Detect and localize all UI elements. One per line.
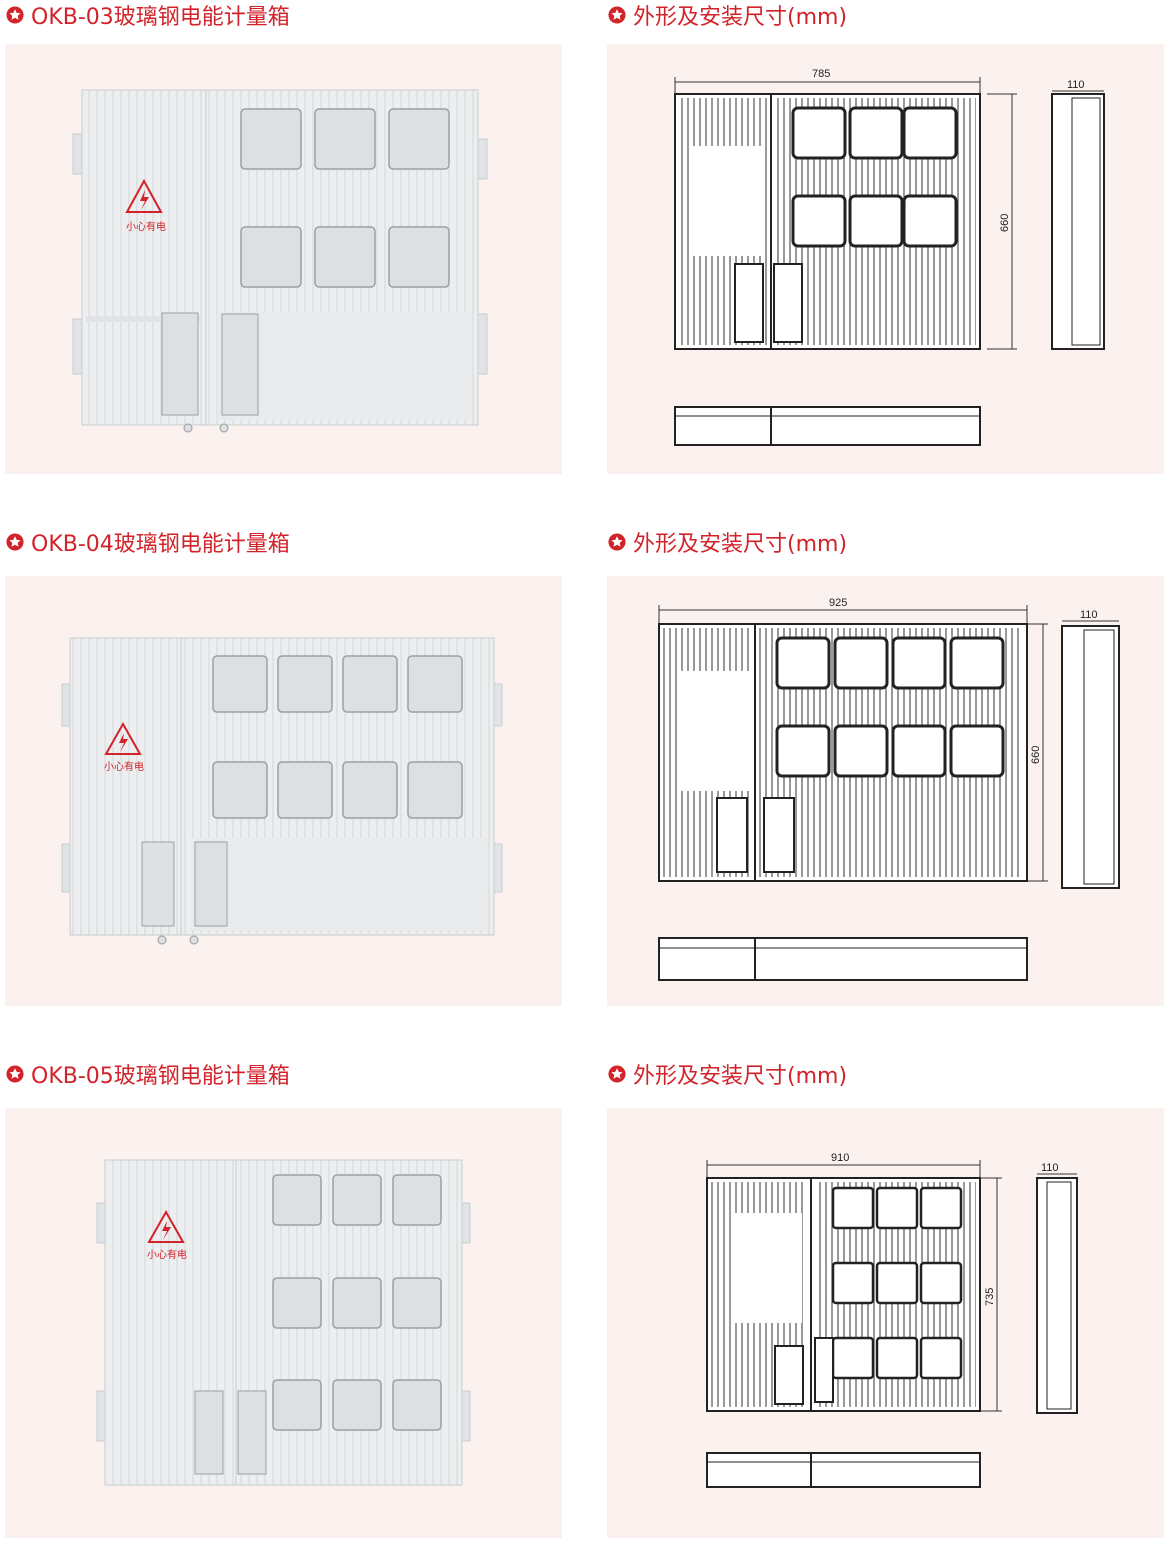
section-3-product-title: OKB-05玻璃钢电能计量箱	[6, 1059, 290, 1089]
section-2-photo-panel: 小心有电	[5, 576, 562, 1006]
warning-label: 小心有电	[126, 220, 166, 233]
section-3-photo-panel: 小心有电	[5, 1108, 562, 1538]
width-dimension: 925	[829, 597, 847, 609]
lightning-warning-icon	[104, 721, 142, 755]
star-bullet-icon	[608, 1065, 626, 1083]
height-dimension: 735	[984, 1288, 996, 1306]
height-dimension: 660	[1030, 746, 1042, 764]
section-3-dimension-drawing: 910 735 110	[706, 1152, 1078, 1488]
section-1-photo: 小心有电	[72, 89, 488, 433]
section-2-product-title: OKB-04玻璃钢电能计量箱	[6, 527, 290, 557]
section-1-dimension-drawing: 785 660 110	[674, 68, 1105, 446]
width-dimension: 785	[812, 68, 830, 80]
drawing-title: 外形及安装尺寸(mm)	[633, 5, 848, 30]
section-2-photo: 小心有电	[61, 637, 503, 945]
section-3-drawing-title: 外形及安装尺寸(mm)	[608, 1059, 847, 1089]
star-bullet-icon	[6, 1065, 24, 1083]
drawing-title: 外形及安装尺寸(mm)	[633, 1064, 848, 1089]
section-2-dimension-drawing: 925 660 110	[658, 597, 1120, 981]
section-1-product-title: OKB-03玻璃钢电能计量箱	[6, 0, 290, 30]
star-bullet-icon	[6, 533, 24, 551]
depth-dimension: 110	[1041, 1162, 1059, 1174]
product-name: OKB-04玻璃钢电能计量箱	[31, 532, 290, 557]
meter-window-grid	[212, 655, 463, 819]
section-3-photo: 小心有电	[96, 1159, 471, 1486]
meter-window-grid	[272, 1174, 442, 1431]
star-bullet-icon	[6, 6, 24, 24]
lightning-warning-icon	[125, 178, 163, 213]
drawing-title: 外形及安装尺寸(mm)	[633, 532, 848, 557]
width-dimension: 910	[831, 1152, 849, 1164]
section-1-drawing-panel: 785 660 110	[607, 44, 1164, 474]
lightning-warning-icon	[147, 1209, 185, 1243]
depth-dimension: 110	[1080, 609, 1098, 621]
section-2-drawing-title: 外形及安装尺寸(mm)	[608, 527, 847, 557]
meter-window-grid	[240, 108, 450, 288]
height-dimension: 660	[999, 214, 1011, 232]
section-2-drawing-panel: 925 660 110	[607, 576, 1164, 1006]
warning-label: 小心有电	[147, 1248, 187, 1261]
warning-label: 小心有电	[104, 760, 144, 773]
star-bullet-icon	[608, 6, 626, 24]
section-3-drawing-panel: 910 735 110	[607, 1108, 1164, 1538]
depth-dimension: 110	[1067, 79, 1085, 91]
product-name: OKB-05玻璃钢电能计量箱	[31, 1064, 290, 1089]
product-name: OKB-03玻璃钢电能计量箱	[31, 5, 290, 30]
star-bullet-icon	[608, 533, 626, 551]
section-1-drawing-title: 外形及安装尺寸(mm)	[608, 0, 847, 30]
section-1-photo-panel: 小心有电	[5, 44, 562, 474]
